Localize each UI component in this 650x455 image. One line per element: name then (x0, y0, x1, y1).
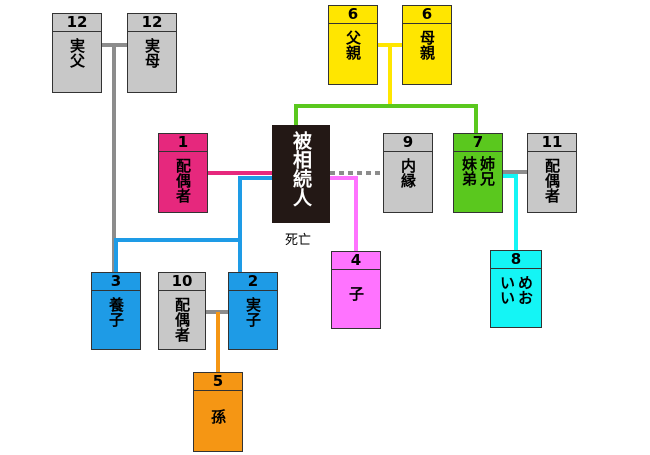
relation-label: 内縁 (399, 158, 417, 188)
rank-label: 6 (329, 6, 377, 24)
rank-label: 10 (159, 273, 205, 291)
box-real-mother: 12 実母 (127, 13, 177, 93)
relation-label: 実子 (244, 297, 262, 327)
box-biological-child: 2 実子 (228, 272, 278, 350)
box-child: 4 子 (331, 251, 381, 329)
rank-label: 8 (491, 251, 541, 269)
rank-label: 11 (528, 134, 576, 152)
relation-label: 配偶者 (174, 158, 192, 203)
box-mother: 6 母親 (402, 5, 452, 85)
relation-label: 母親 (418, 30, 436, 60)
rank-label: 1 (159, 134, 207, 152)
box-child-spouse: 10 配偶者 (158, 272, 206, 350)
decedent-label: 被相続人 (290, 131, 312, 207)
line-green (294, 104, 478, 133)
relation-label: めお いい (498, 275, 534, 305)
rank-label: 2 (229, 273, 277, 291)
rank-label: 6 (403, 6, 451, 24)
box-sibling-spouse: 11 配偶者 (527, 133, 577, 213)
box-siblings: 7 姉兄 妹弟 (453, 133, 503, 213)
box-real-father: 12 実父 (52, 13, 102, 93)
line-child (330, 176, 358, 251)
box-spouse: 1 配偶者 (158, 133, 208, 213)
line-nephew (503, 174, 518, 250)
rank-label: 12 (53, 14, 101, 32)
box-grandchild: 5 孫 (193, 372, 243, 452)
rank-label: 9 (384, 134, 432, 152)
relation-label: 養子 (107, 297, 125, 327)
relation-label: 配偶者 (173, 297, 191, 342)
rank-label: 12 (128, 14, 176, 32)
rank-label: 4 (332, 252, 380, 270)
box-father: 6 父親 (328, 5, 378, 85)
relation-label: 実母 (143, 38, 161, 68)
rank-label: 3 (92, 273, 140, 291)
relation-label: 配偶者 (543, 158, 561, 203)
box-common-law: 9 内縁 (383, 133, 433, 213)
relation-label: 子 (347, 286, 365, 301)
relation-label: 実父 (68, 38, 86, 68)
relation-label: 父親 (344, 30, 362, 60)
box-adopted-child: 3 養子 (91, 272, 141, 350)
relation-label: 姉兄 妹弟 (460, 156, 496, 186)
relation-label: 孫 (209, 409, 227, 424)
rank-label: 7 (454, 134, 502, 152)
decedent-caption: 死亡 (285, 233, 312, 248)
line-children (114, 176, 272, 272)
rank-label: 5 (194, 373, 242, 391)
box-decedent: 被相続人 (272, 125, 330, 223)
box-nephew-niece: 8 めお いい (490, 250, 542, 328)
